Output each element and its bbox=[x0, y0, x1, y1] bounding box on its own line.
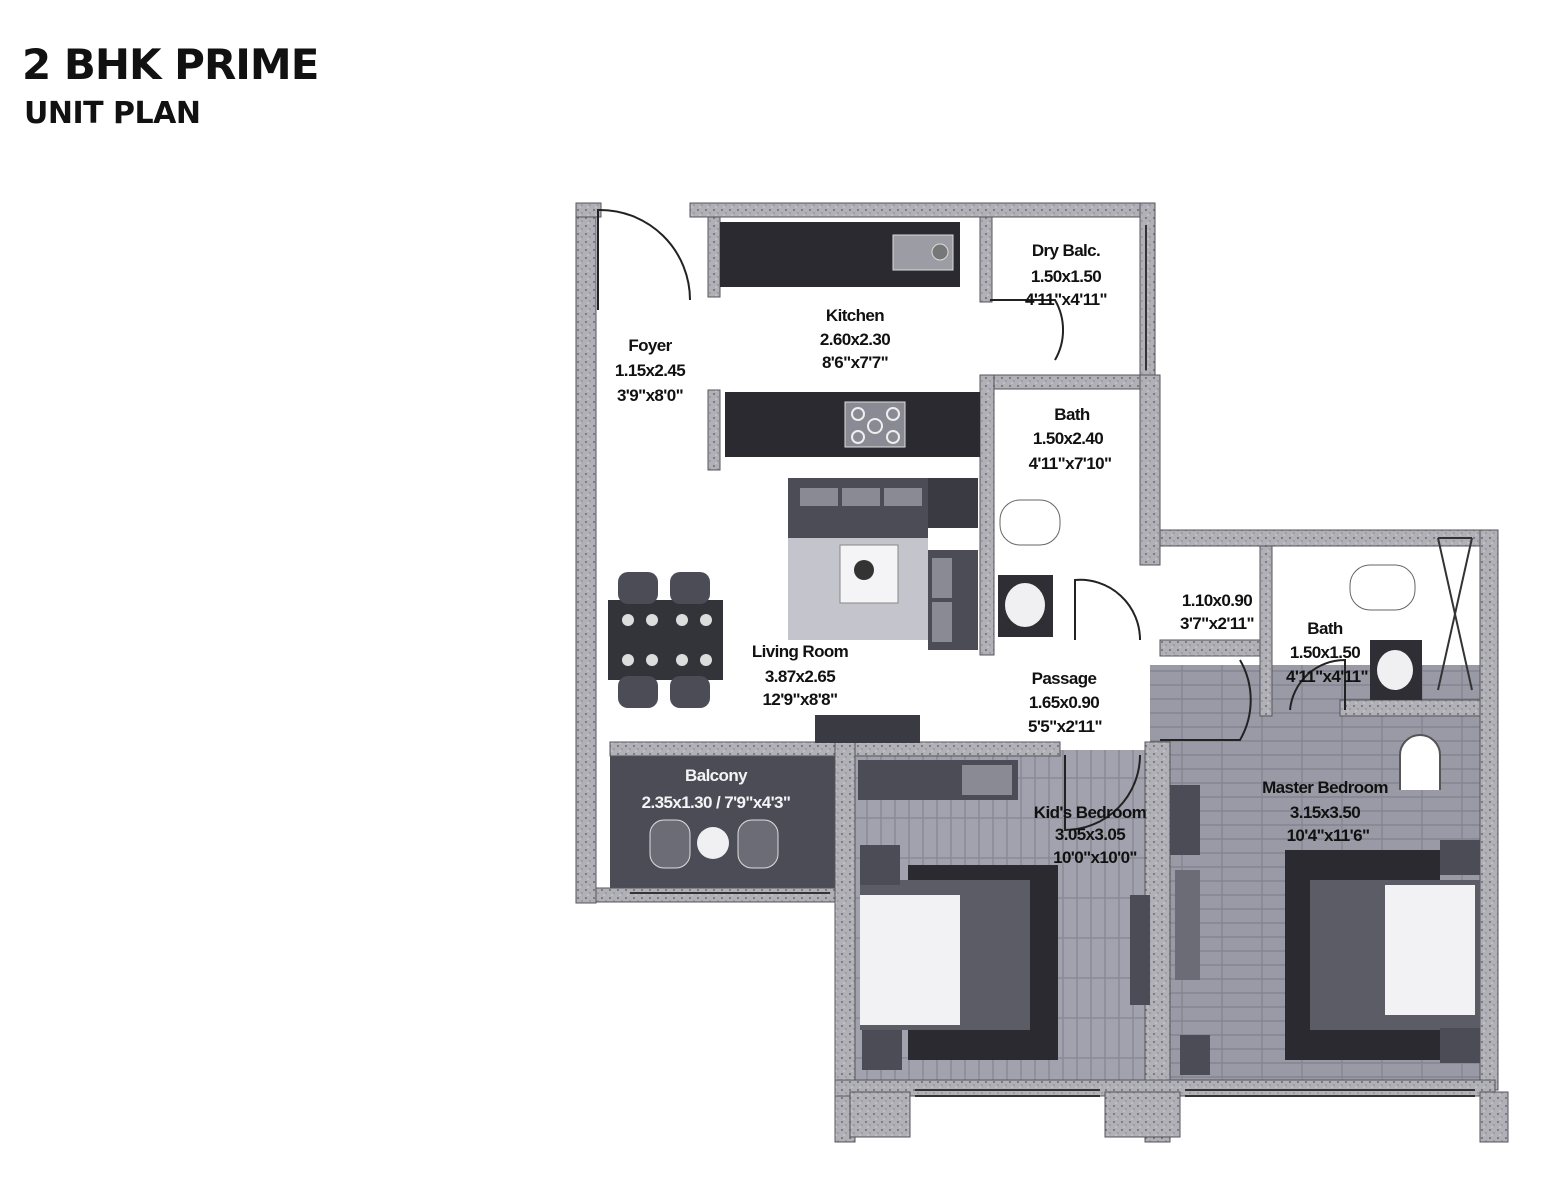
svg-text:Passage: Passage bbox=[1032, 669, 1097, 688]
svg-text:Kitchen: Kitchen bbox=[826, 306, 884, 325]
room-label-bath-2: Bath 1.50x1.50 4'11"x4'11" bbox=[1286, 619, 1369, 686]
svg-text:1.10x0.90: 1.10x0.90 bbox=[1182, 591, 1252, 610]
svg-text:Bath: Bath bbox=[1054, 405, 1090, 424]
svg-text:2.60x2.30: 2.60x2.30 bbox=[820, 330, 890, 349]
svg-text:1.65x0.90: 1.65x0.90 bbox=[1029, 693, 1099, 712]
balcony-furniture bbox=[649, 819, 779, 869]
svg-text:12'9"x8'8": 12'9"x8'8" bbox=[763, 690, 838, 709]
room-label-dry-balc: Dry Balc. 1.50x1.50 4'11"x4'11" bbox=[1025, 241, 1108, 309]
svg-text:1.15x2.45: 1.15x2.45 bbox=[615, 361, 685, 380]
room-label-kids-bedroom: Kid's Bedroom 3.05x3.05 10'0"x10'0" bbox=[1034, 803, 1148, 867]
room-label-passage: Passage 1.65x0.90 5'5"x2'11" bbox=[1028, 669, 1103, 736]
room-label-master-bedroom: Master Bedroom 3.15x3.50 10'4"x11'6" bbox=[1262, 778, 1389, 845]
svg-text:4'11"x7'10": 4'11"x7'10" bbox=[1029, 454, 1112, 473]
master-bedroom-furniture bbox=[1170, 734, 1480, 1075]
room-label-living-room: Living Room 3.87x2.65 12'9"x8'8" bbox=[752, 642, 849, 709]
svg-text:1.50x2.40: 1.50x2.40 bbox=[1033, 429, 1103, 448]
svg-text:3.05x3.05: 3.05x3.05 bbox=[1055, 825, 1125, 844]
balcony-floor bbox=[610, 755, 835, 890]
svg-text:1.50x1.50: 1.50x1.50 bbox=[1290, 643, 1360, 662]
room-label-bath-1: Bath 1.50x2.40 4'11"x7'10" bbox=[1029, 405, 1112, 473]
doors bbox=[597, 208, 1346, 832]
svg-text:Master Bedroom: Master Bedroom bbox=[1262, 778, 1388, 797]
svg-text:Balcony: Balcony bbox=[685, 766, 748, 785]
svg-text:5'5"x2'11": 5'5"x2'11" bbox=[1028, 717, 1102, 736]
plan-title: 2 BHK PRIME bbox=[22, 40, 319, 89]
svg-text:1.50x1.50: 1.50x1.50 bbox=[1031, 267, 1101, 286]
room-label-balcony: Balcony 2.35x1.30 / 7'9"x4'3" bbox=[642, 766, 791, 812]
svg-text:3'7"x2'11": 3'7"x2'11" bbox=[1180, 614, 1254, 633]
svg-text:4'11"x4'11": 4'11"x4'11" bbox=[1025, 290, 1107, 309]
svg-text:3'9"x8'0": 3'9"x8'0" bbox=[617, 386, 683, 405]
svg-text:10'4"x11'6": 10'4"x11'6" bbox=[1287, 826, 1370, 845]
windows bbox=[630, 225, 1475, 1097]
svg-text:10'0"x10'0": 10'0"x10'0" bbox=[1053, 848, 1137, 867]
svg-text:Living Room: Living Room bbox=[752, 642, 849, 661]
living-furniture bbox=[608, 478, 978, 743]
svg-text:3.87x2.65: 3.87x2.65 bbox=[765, 667, 835, 686]
svg-text:Kid's Bedroom: Kid's Bedroom bbox=[1034, 803, 1147, 822]
plan-subtitle: UNIT PLAN bbox=[24, 96, 201, 131]
svg-text:3.15x3.50: 3.15x3.50 bbox=[1290, 803, 1360, 822]
room-label-wc: 1.10x0.90 3'7"x2'11" bbox=[1180, 591, 1255, 633]
svg-text:Foyer: Foyer bbox=[628, 336, 672, 355]
kitchen-counters bbox=[720, 222, 980, 457]
svg-text:4'11"x4'11": 4'11"x4'11" bbox=[1286, 667, 1368, 686]
room-label-kitchen: Kitchen 2.60x2.30 8'6"x7'7" bbox=[820, 306, 891, 372]
svg-text:Bath: Bath bbox=[1307, 619, 1343, 638]
kids-bedroom-furniture bbox=[858, 760, 1150, 1070]
svg-text:2.35x1.30 / 7'9"x4'3": 2.35x1.30 / 7'9"x4'3" bbox=[642, 793, 791, 812]
svg-text:Dry Balc.: Dry Balc. bbox=[1032, 241, 1100, 260]
svg-text:8'6"x7'7": 8'6"x7'7" bbox=[822, 353, 888, 372]
room-label-foyer: Foyer 1.15x2.45 3'9"x8'0" bbox=[615, 336, 686, 405]
walls bbox=[575, 202, 1509, 1143]
bath-fixtures bbox=[998, 499, 1422, 700]
